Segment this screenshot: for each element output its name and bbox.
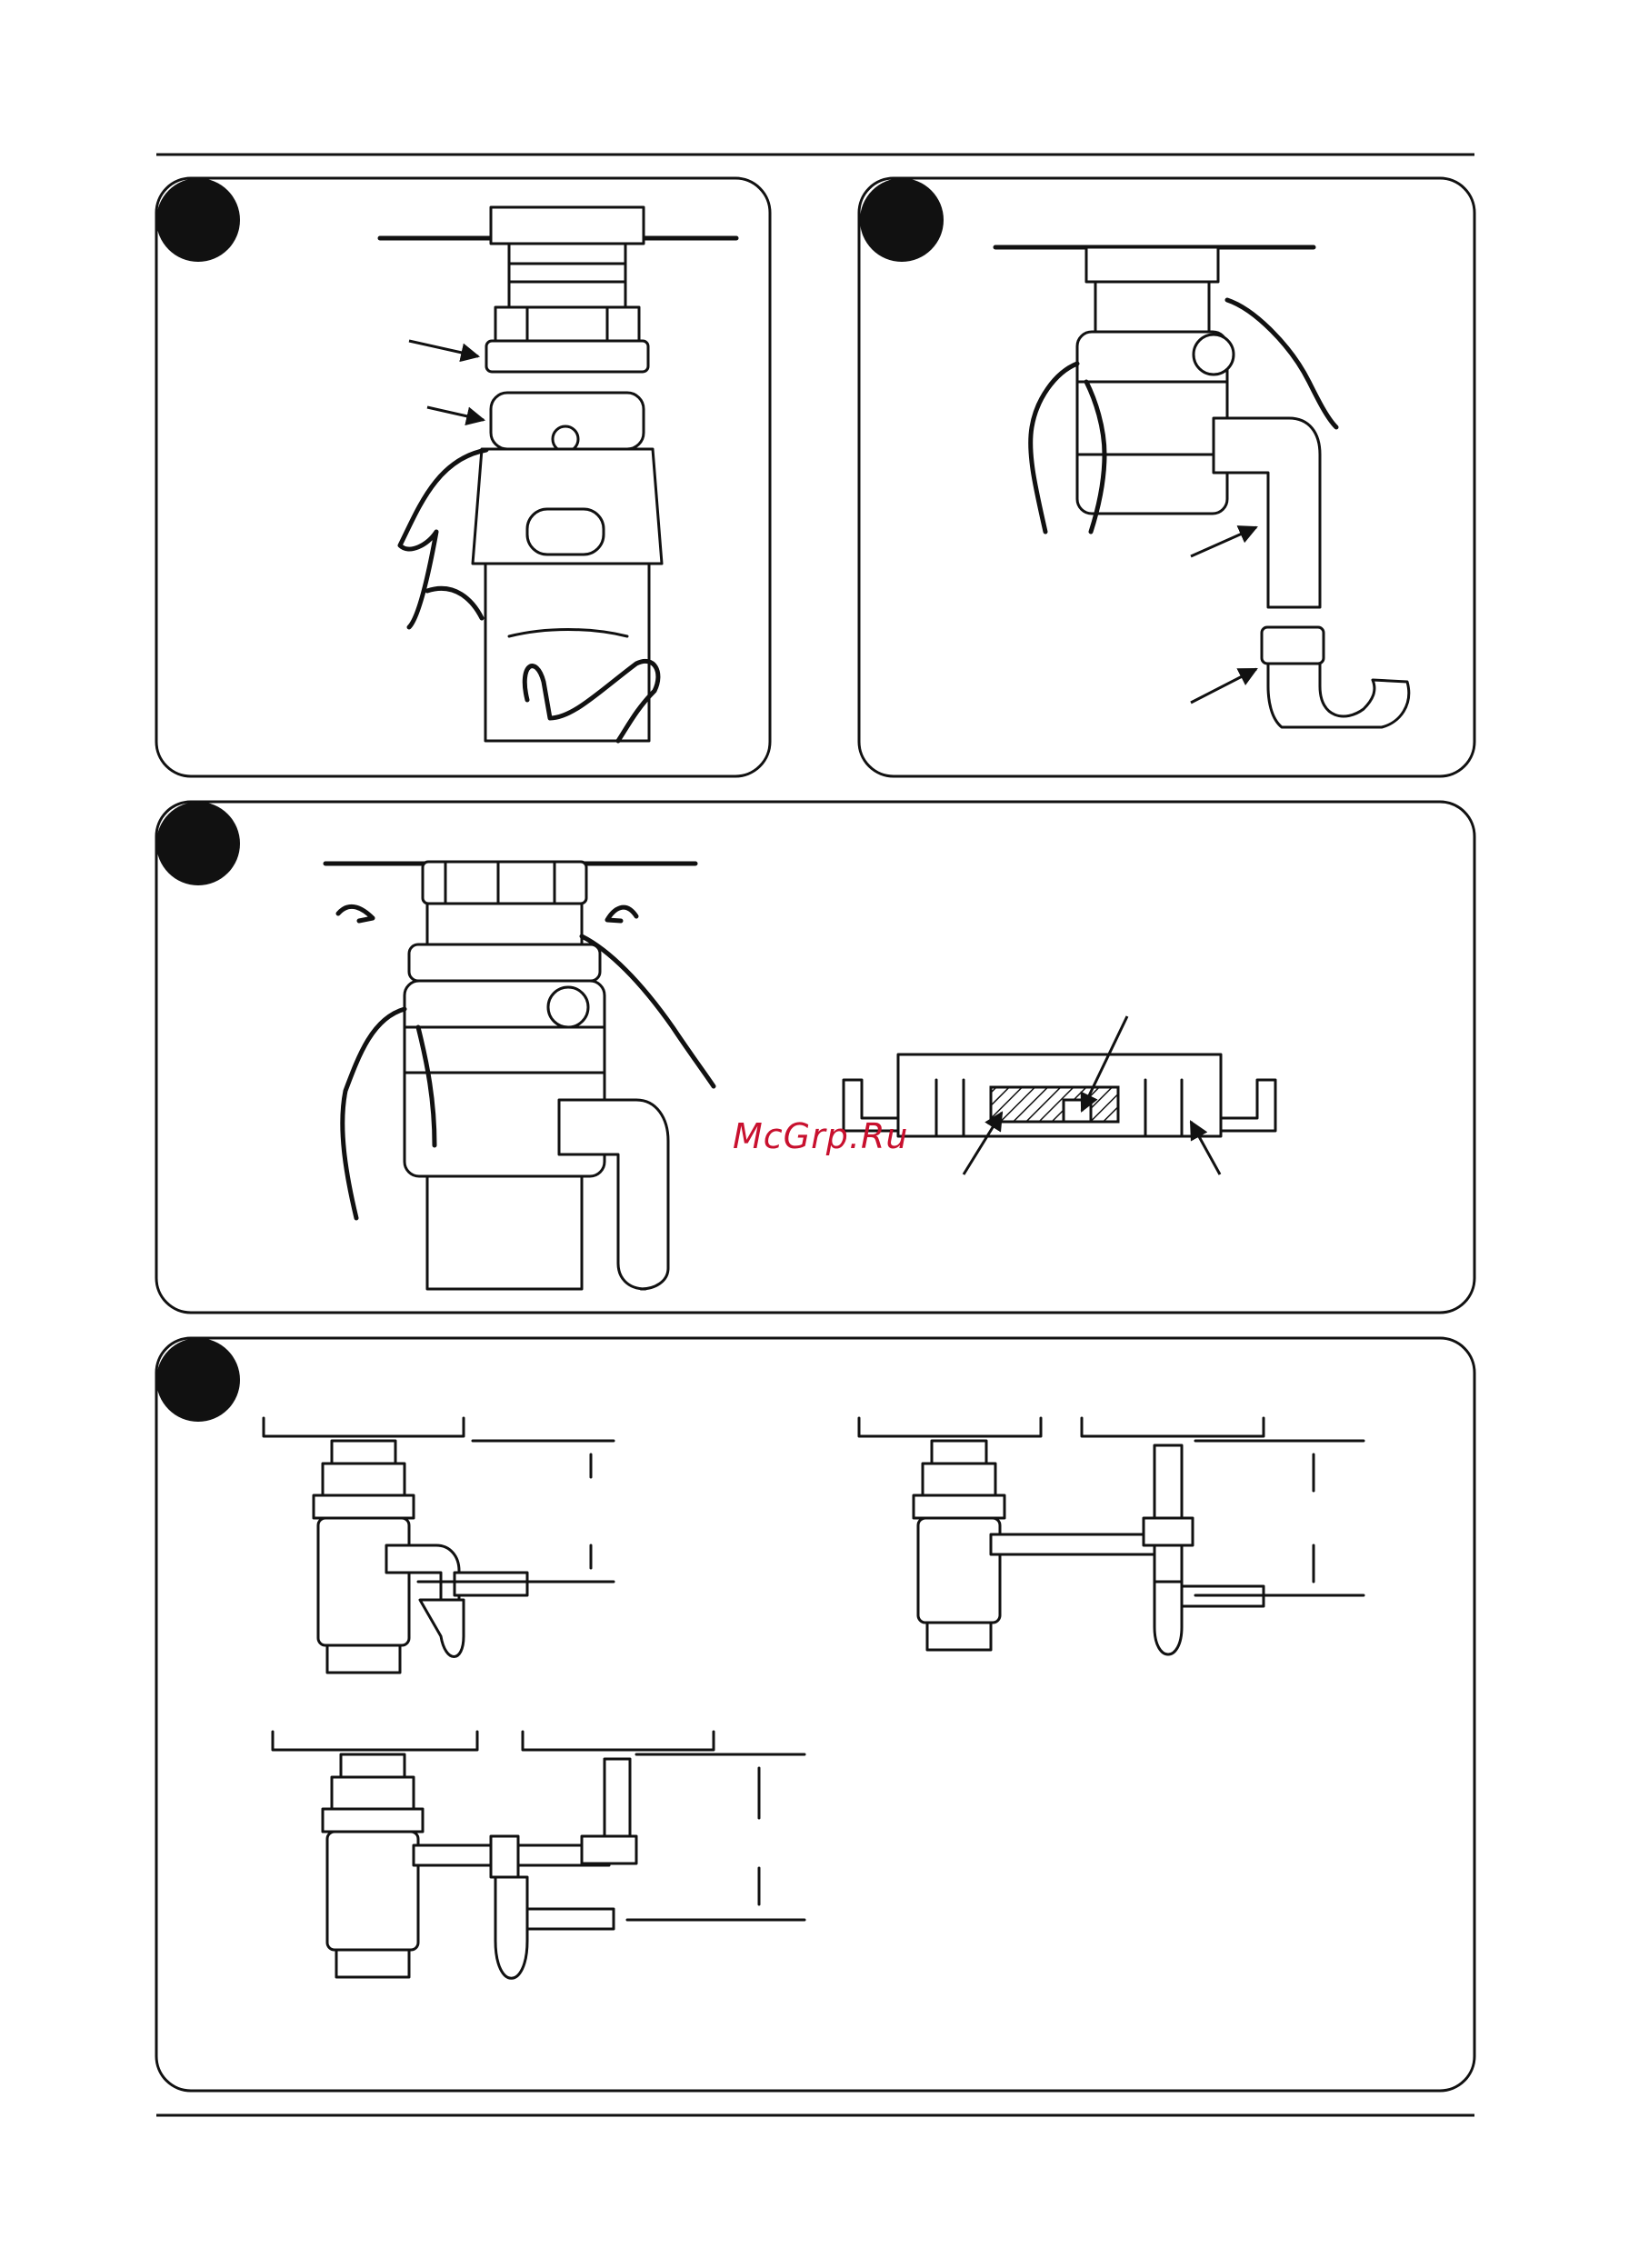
panel-step-4 bbox=[156, 1338, 1474, 2091]
step-4-badge bbox=[156, 1338, 240, 1422]
step-3-badge bbox=[156, 802, 240, 885]
disposer-unit-illustration bbox=[473, 393, 662, 741]
step-1-badge bbox=[156, 178, 240, 262]
panel-step-1 bbox=[156, 178, 770, 776]
panel-step-2 bbox=[859, 178, 1474, 776]
watermark: McGrp.Ru bbox=[733, 1116, 908, 1156]
step-2-badge bbox=[860, 178, 944, 262]
panel-step-3: McGrp.Ru bbox=[156, 802, 1474, 1313]
